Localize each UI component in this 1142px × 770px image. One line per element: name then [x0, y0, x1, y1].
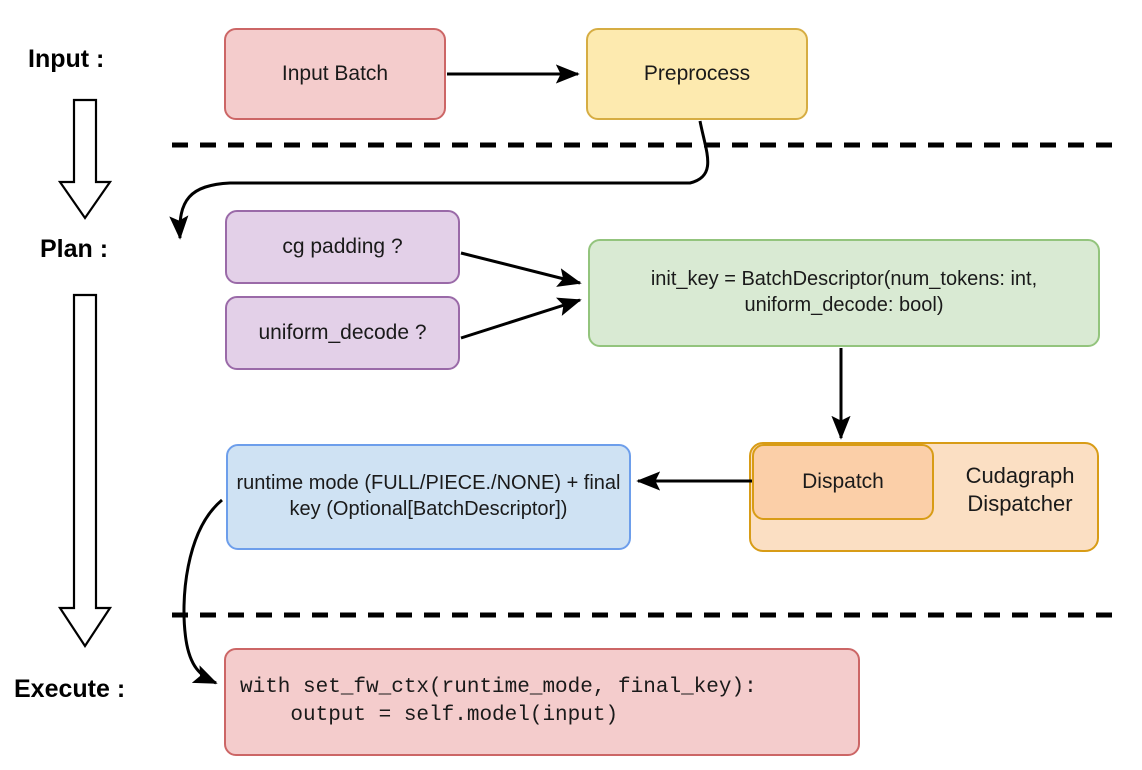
- node-execute-code[interactable]: with set_fw_ctx(runtime_mode, final_key)…: [224, 648, 860, 756]
- node-init-key-batch-descriptor[interactable]: init_key = BatchDescriptor(num_tokens: i…: [588, 239, 1100, 347]
- stage-label-plan: Plan :: [40, 235, 109, 263]
- arrow-cg-padding-to-init-key: [460, 251, 582, 287]
- node-uniform-decode[interactable]: uniform_decode ?: [225, 296, 460, 370]
- arrow-uniform-decode-to-init-key: [460, 297, 582, 340]
- node-preprocess[interactable]: Preprocess: [586, 28, 808, 120]
- stage-label-input: Input :: [28, 45, 105, 73]
- block-arrow-input-to-plan: [57, 98, 113, 220]
- node-dispatch[interactable]: Dispatch: [752, 444, 934, 520]
- node-input-batch[interactable]: Input Batch: [224, 28, 446, 120]
- stage-label-execute: Execute :: [14, 675, 126, 703]
- block-arrow-plan-to-execute: [57, 293, 113, 649]
- group-cudagraph-dispatcher-label: Cudagraph Dispatcher: [965, 463, 1075, 516]
- node-runtime-mode-final-key[interactable]: runtime mode (FULL/PIECE./NONE) + final …: [226, 444, 631, 550]
- node-cg-padding[interactable]: cg padding ?: [225, 210, 460, 284]
- arrow-runtime-mode-to-execute: [182, 498, 223, 685]
